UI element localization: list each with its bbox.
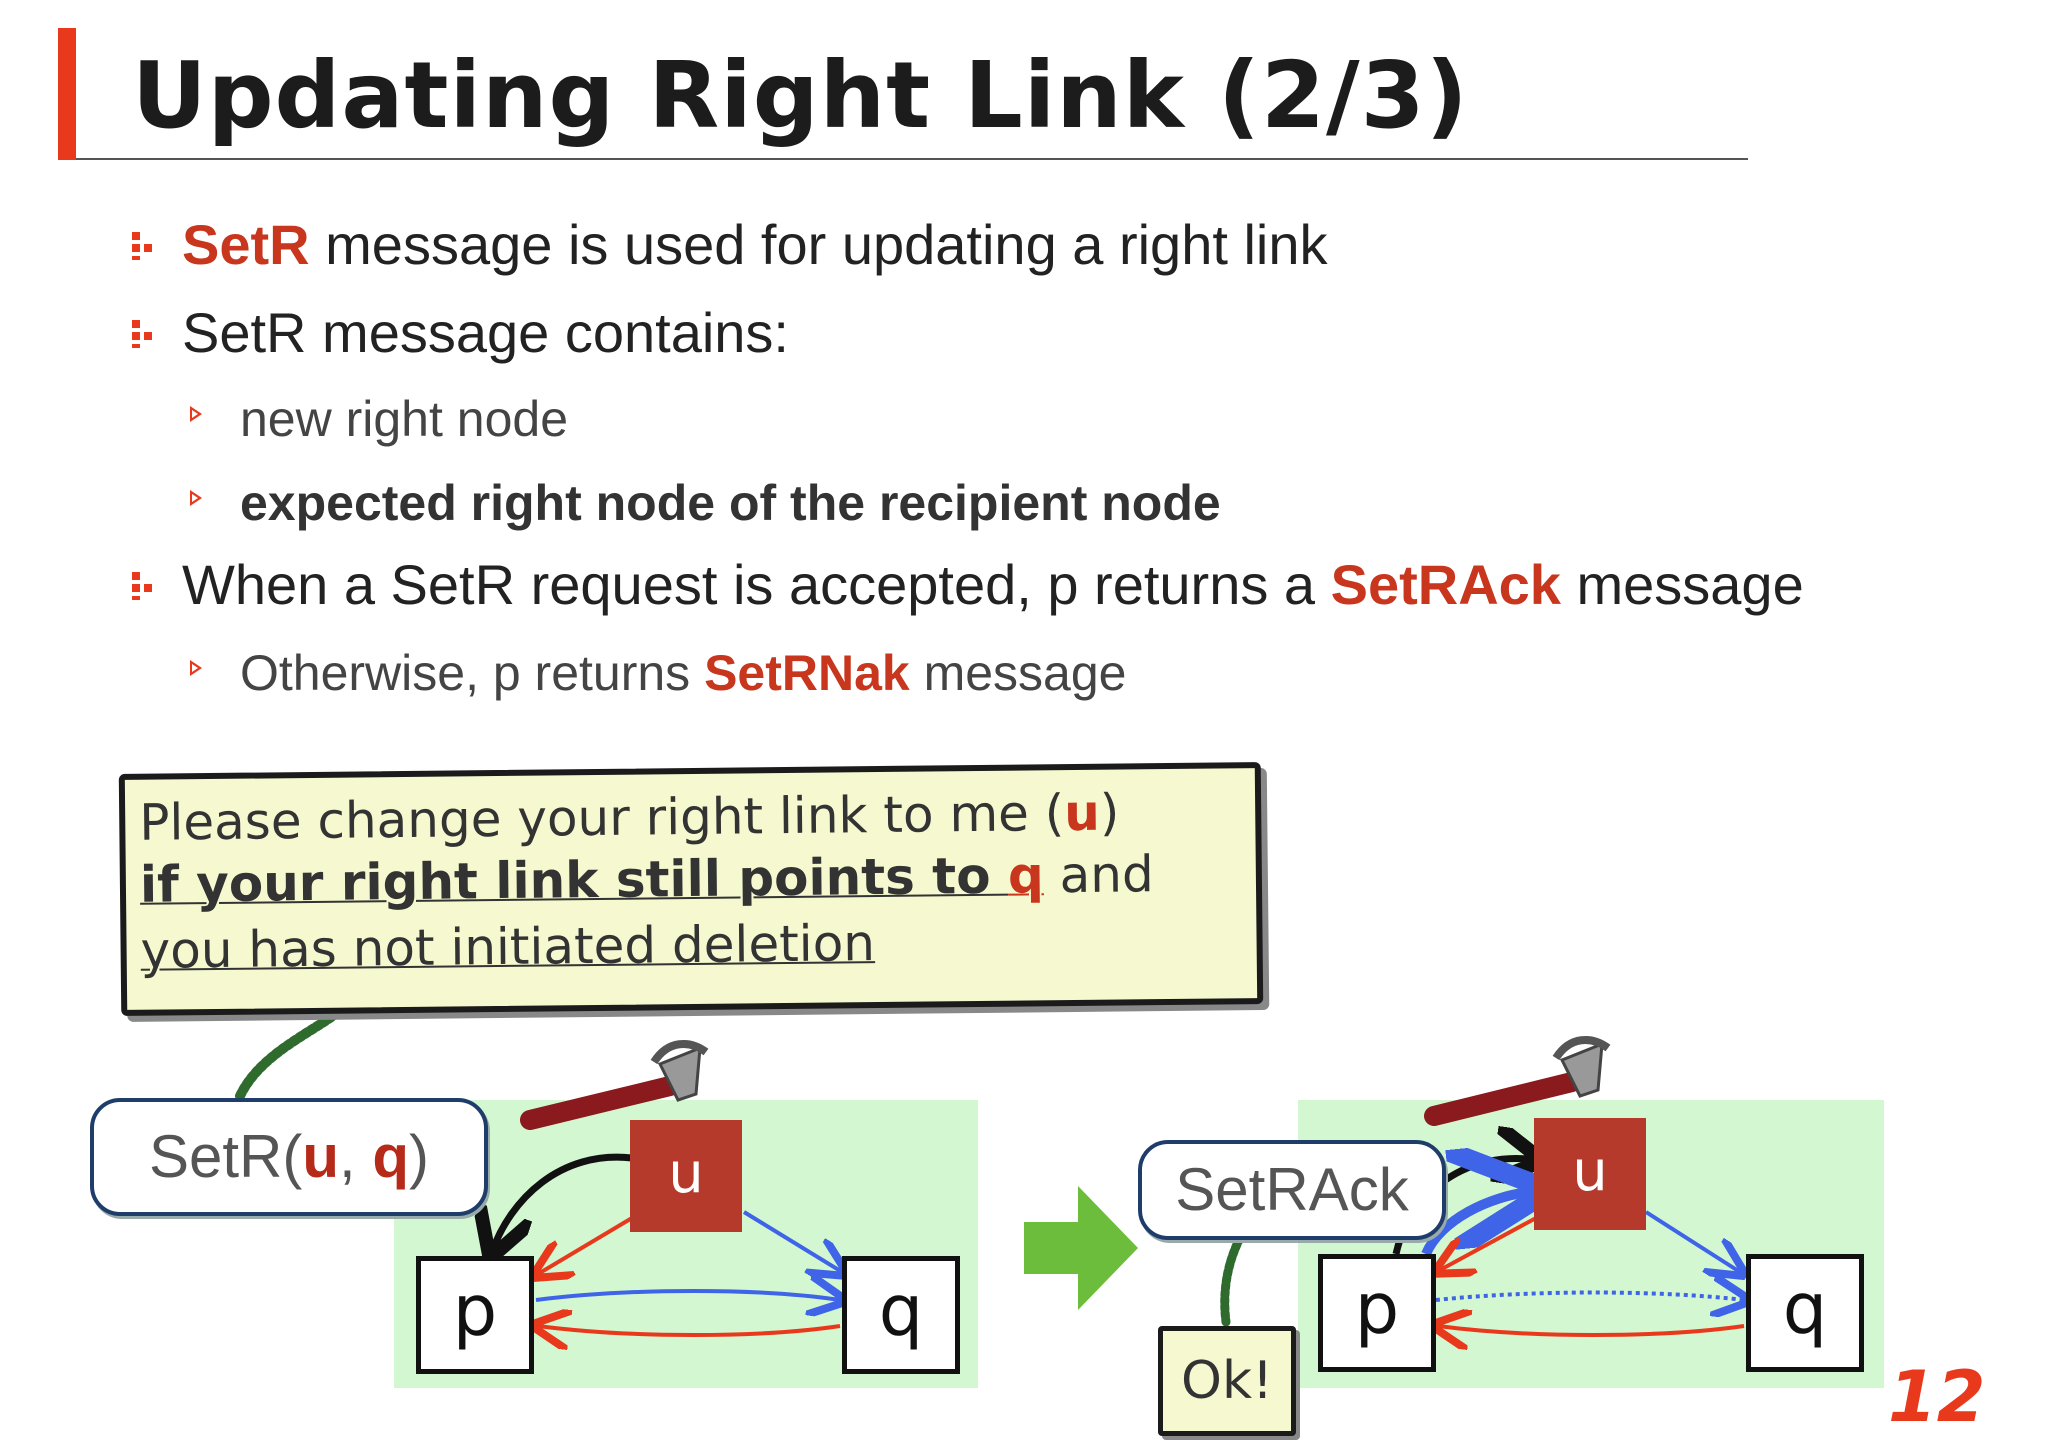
- title-divider: [76, 158, 1748, 160]
- note-line-3: you has not initiated deletion: [140, 914, 876, 980]
- triangle-bullet-icon: [190, 406, 202, 422]
- node-u: u: [1534, 1118, 1646, 1230]
- setr-message-bubble: SetR(u, q): [90, 1098, 488, 1216]
- bubble-q: q: [372, 1123, 410, 1190]
- blue-arrow: [535, 1291, 840, 1300]
- setr-request-note: Please change your right link to me (u) …: [118, 762, 1264, 1016]
- bullet-setr-contains: SetR message contains:: [182, 301, 789, 364]
- sub-bullet-expected-right-node: expected right node of the recipient nod…: [240, 475, 1221, 531]
- bubble-u: u: [302, 1123, 340, 1190]
- red-arrow: [1438, 1326, 1745, 1335]
- bubble-text: ,: [339, 1123, 373, 1190]
- title-accent-bar: [58, 28, 76, 160]
- blue-arrow: [1644, 1210, 1740, 1272]
- ok-note: Ok!: [1158, 1326, 1296, 1436]
- node-p: p: [1318, 1254, 1436, 1372]
- hammer-icon: [1424, 1035, 1611, 1126]
- setrnak-term: SetRNak: [704, 645, 910, 701]
- setrack-term: SetRAck: [1330, 553, 1561, 616]
- new-link-arrow: [492, 1153, 633, 1252]
- note-q: q: [1007, 846, 1045, 905]
- bubble-text: SetR(: [148, 1123, 303, 1190]
- page-number: 12: [1888, 1356, 1986, 1438]
- node-q: q: [842, 1256, 960, 1374]
- callout-line: [1220, 1233, 1245, 1327]
- node-u: u: [630, 1120, 742, 1232]
- note-line-2: if your right link still points to q and: [140, 845, 1154, 914]
- bullet-setrack: When a SetR request is accepted, p retur…: [182, 552, 1804, 617]
- setr-term: SetR: [182, 213, 310, 276]
- triangle-bullet-icon: [190, 660, 202, 676]
- square-bullet-icon: [132, 320, 162, 350]
- transition-arrow-icon: [1024, 1186, 1138, 1310]
- bullet-text: message: [1560, 553, 1804, 616]
- note-text: if your right link still points to: [139, 846, 1009, 914]
- note-text: Please change your right link to me (: [138, 784, 1065, 852]
- square-bullet-icon: [132, 232, 162, 262]
- sub-bullet-new-right-node: new right node: [240, 391, 569, 447]
- note-text: and: [1043, 845, 1154, 905]
- bubble-text: ): [409, 1123, 429, 1190]
- node-p: p: [416, 1256, 534, 1374]
- square-bullet-icon: [132, 572, 162, 602]
- note-line-1: Please change your right link to me (u): [139, 784, 1120, 852]
- setrack-message-bubble: SetRAck: [1138, 1140, 1446, 1240]
- bullet-text: Otherwise, p returns: [240, 645, 705, 701]
- red-arrow: [538, 1326, 841, 1335]
- bullet-text: When a SetR request is accepted, p retur…: [182, 553, 1331, 616]
- sub-bullet-setrnak: Otherwise, p returns SetRNak message: [240, 644, 1126, 702]
- note-text: ): [1099, 783, 1120, 842]
- hammer-icon: [520, 1039, 709, 1130]
- dotted-blue-arrow: [1435, 1293, 1744, 1301]
- red-arrow: [1440, 1216, 1537, 1270]
- triangle-bullet-icon: [190, 490, 202, 506]
- slide-title: Updating Right Link (2/3): [132, 42, 1469, 149]
- callout-line: [235, 999, 353, 1101]
- bullet-text: message is used for updating a right lin…: [309, 213, 1328, 276]
- note-u: u: [1063, 783, 1101, 843]
- bullet-setr-purpose: SetR message is used for updating a righ…: [182, 212, 1328, 277]
- node-q: q: [1746, 1254, 1864, 1372]
- red-arrow: [538, 1216, 634, 1274]
- blue-arrow: [742, 1210, 842, 1272]
- bullet-text: message: [909, 645, 1127, 701]
